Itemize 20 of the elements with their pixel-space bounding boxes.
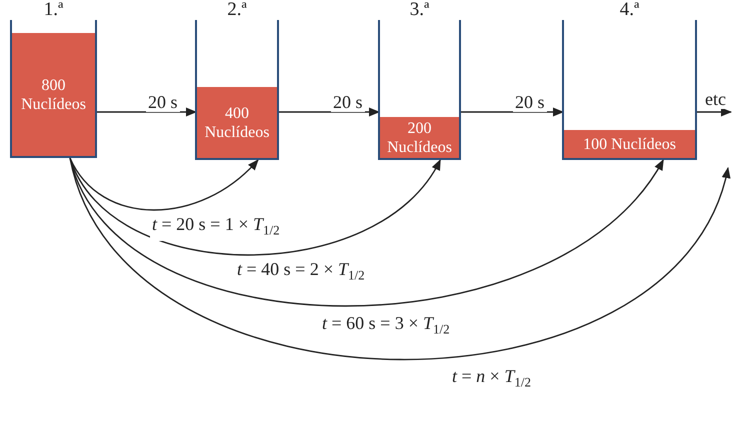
step-heading: 4.ª <box>618 0 640 20</box>
beaker <box>562 0 697 160</box>
arrow <box>69 158 729 360</box>
step-heading: 3.ª <box>408 0 430 20</box>
step-heading: 2.ª <box>226 0 248 20</box>
arrow <box>278 108 380 116</box>
arrow <box>69 158 664 307</box>
nuclide-count: 100 Nuclídeos <box>583 134 676 154</box>
nuclide-count: 400 Nuclídeos <box>204 104 270 142</box>
arrow <box>69 158 259 211</box>
arrow <box>69 158 441 256</box>
beaker <box>10 0 97 158</box>
arrow <box>96 108 198 116</box>
step-heading: 1.ª <box>42 0 64 20</box>
arrow <box>460 108 564 116</box>
beaker <box>378 0 461 160</box>
nuclide-count: 200 Nuclídeos <box>386 118 453 156</box>
beaker <box>195 0 279 160</box>
nuclide-count: 800 Nuclídeos <box>20 76 87 114</box>
arrow <box>696 108 732 116</box>
